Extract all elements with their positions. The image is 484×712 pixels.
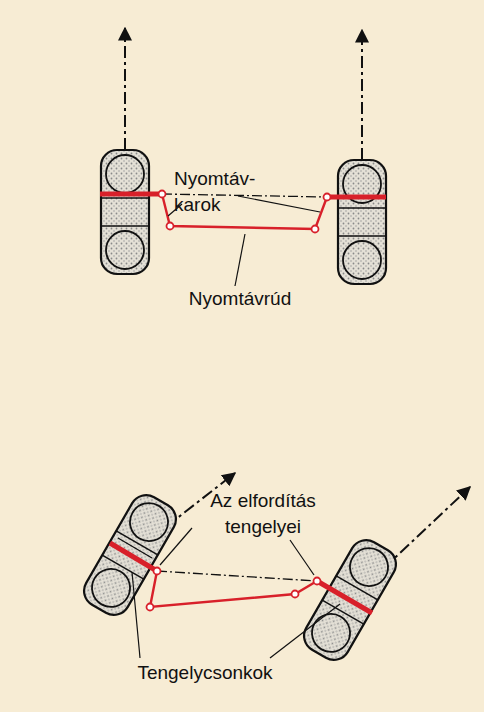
part-label: Az elfordítás tengelyei [178, 488, 348, 540]
steered-wheels [78, 473, 470, 666]
part-label: Tengelycsonkok [100, 660, 310, 686]
straight-wheels [100, 28, 386, 286]
part-label: Nyomtáv- karok [174, 166, 270, 218]
part-label: Nyomtávrúd [160, 286, 320, 312]
